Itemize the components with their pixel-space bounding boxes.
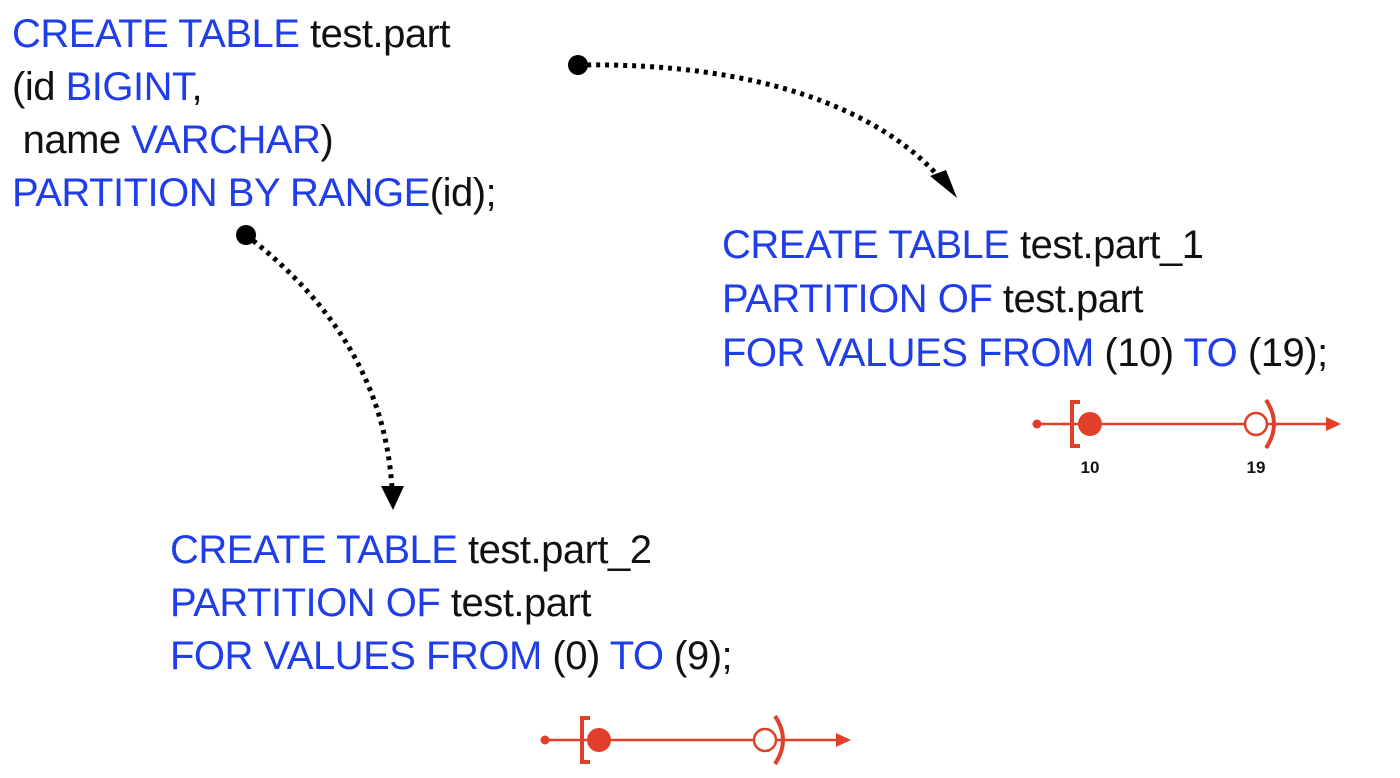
sql-keyword: TO	[1183, 331, 1238, 375]
end-open-dot	[1243, 411, 1269, 437]
parent-table-sql: CREATE TABLE test.part(id BIGINT, name V…	[12, 8, 497, 220]
sql-keyword: CREATE TABLE	[722, 223, 1010, 267]
sql-text: (0)	[541, 634, 610, 678]
sql-text: )	[320, 118, 334, 162]
connector-to-partition-1	[568, 55, 957, 198]
axis-origin-dot	[1032, 419, 1042, 429]
inclusive-bracket-icon	[1070, 400, 1080, 448]
range-axis-arrow-icon	[1326, 417, 1341, 431]
sql-text: test.part	[992, 277, 1144, 321]
dotted-connector-line	[244, 233, 395, 489]
range-axis-arrow-icon	[836, 733, 851, 747]
code-line: name VARCHAR)	[12, 114, 496, 167]
sql-keyword: FOR VALUES FROM	[170, 634, 542, 678]
sql-keyword: CREATE TABLE	[12, 12, 300, 56]
range-start-label: 10	[1081, 458, 1100, 477]
sql-keyword: TO	[609, 634, 664, 678]
code-line: FOR VALUES FROM (10) TO (19);	[722, 326, 1328, 380]
sql-text: test.part_1	[1009, 223, 1204, 267]
sql-keyword: VARCHAR	[131, 118, 321, 162]
inclusive-bracket-icon	[580, 716, 590, 764]
start-filled-dot	[587, 728, 611, 752]
range-end-label: 19	[1247, 458, 1266, 477]
sql-keyword: PARTITION BY RANGE	[12, 171, 430, 215]
sql-text: (19);	[1237, 331, 1328, 375]
sql-text: ,	[191, 65, 203, 109]
sql-text: (id);	[429, 171, 497, 215]
end-open-dot	[752, 727, 778, 753]
sql-keyword: PARTITION OF	[170, 581, 441, 625]
sql-text: test.part	[440, 581, 592, 625]
sql-text: (10)	[1093, 331, 1184, 375]
exclusive-paren-icon	[1264, 398, 1276, 450]
code-line: PARTITION OF test.part	[722, 272, 1328, 326]
code-line: CREATE TABLE test.part_1	[722, 218, 1328, 272]
sql-keyword: BIGINT	[65, 65, 192, 109]
sql-keyword: PARTITION OF	[722, 277, 993, 321]
sql-text: (9);	[663, 634, 733, 678]
code-line: CREATE TABLE test.part	[12, 8, 496, 61]
code-line: (id BIGINT,	[12, 61, 496, 114]
partition-2-range-line	[540, 714, 851, 766]
start-filled-dot	[1078, 412, 1102, 436]
sql-text: (id	[12, 65, 66, 109]
sql-text: test.part_2	[457, 528, 652, 572]
sql-keyword: CREATE TABLE	[170, 528, 458, 572]
code-line: FOR VALUES FROM (0) TO (9);	[170, 630, 733, 683]
code-line: PARTITION OF test.part	[170, 577, 732, 630]
connector-to-partition-2	[236, 225, 404, 510]
sql-text: test.part	[299, 12, 451, 56]
partition-1-range-line	[1032, 398, 1341, 450]
arrowhead-icon	[930, 170, 957, 198]
connector-start-dot	[236, 225, 256, 245]
code-line: CREATE TABLE test.part_2	[170, 524, 732, 577]
arrowhead-icon	[381, 486, 404, 510]
sql-text: name	[12, 118, 132, 162]
sql-keyword: FOR VALUES FROM	[722, 331, 1094, 375]
axis-origin-dot	[540, 735, 550, 745]
connector-start-dot	[568, 55, 588, 75]
code-line: PARTITION BY RANGE(id);	[12, 167, 497, 220]
exclusive-paren-icon	[773, 714, 785, 766]
dotted-connector-line	[577, 62, 942, 180]
